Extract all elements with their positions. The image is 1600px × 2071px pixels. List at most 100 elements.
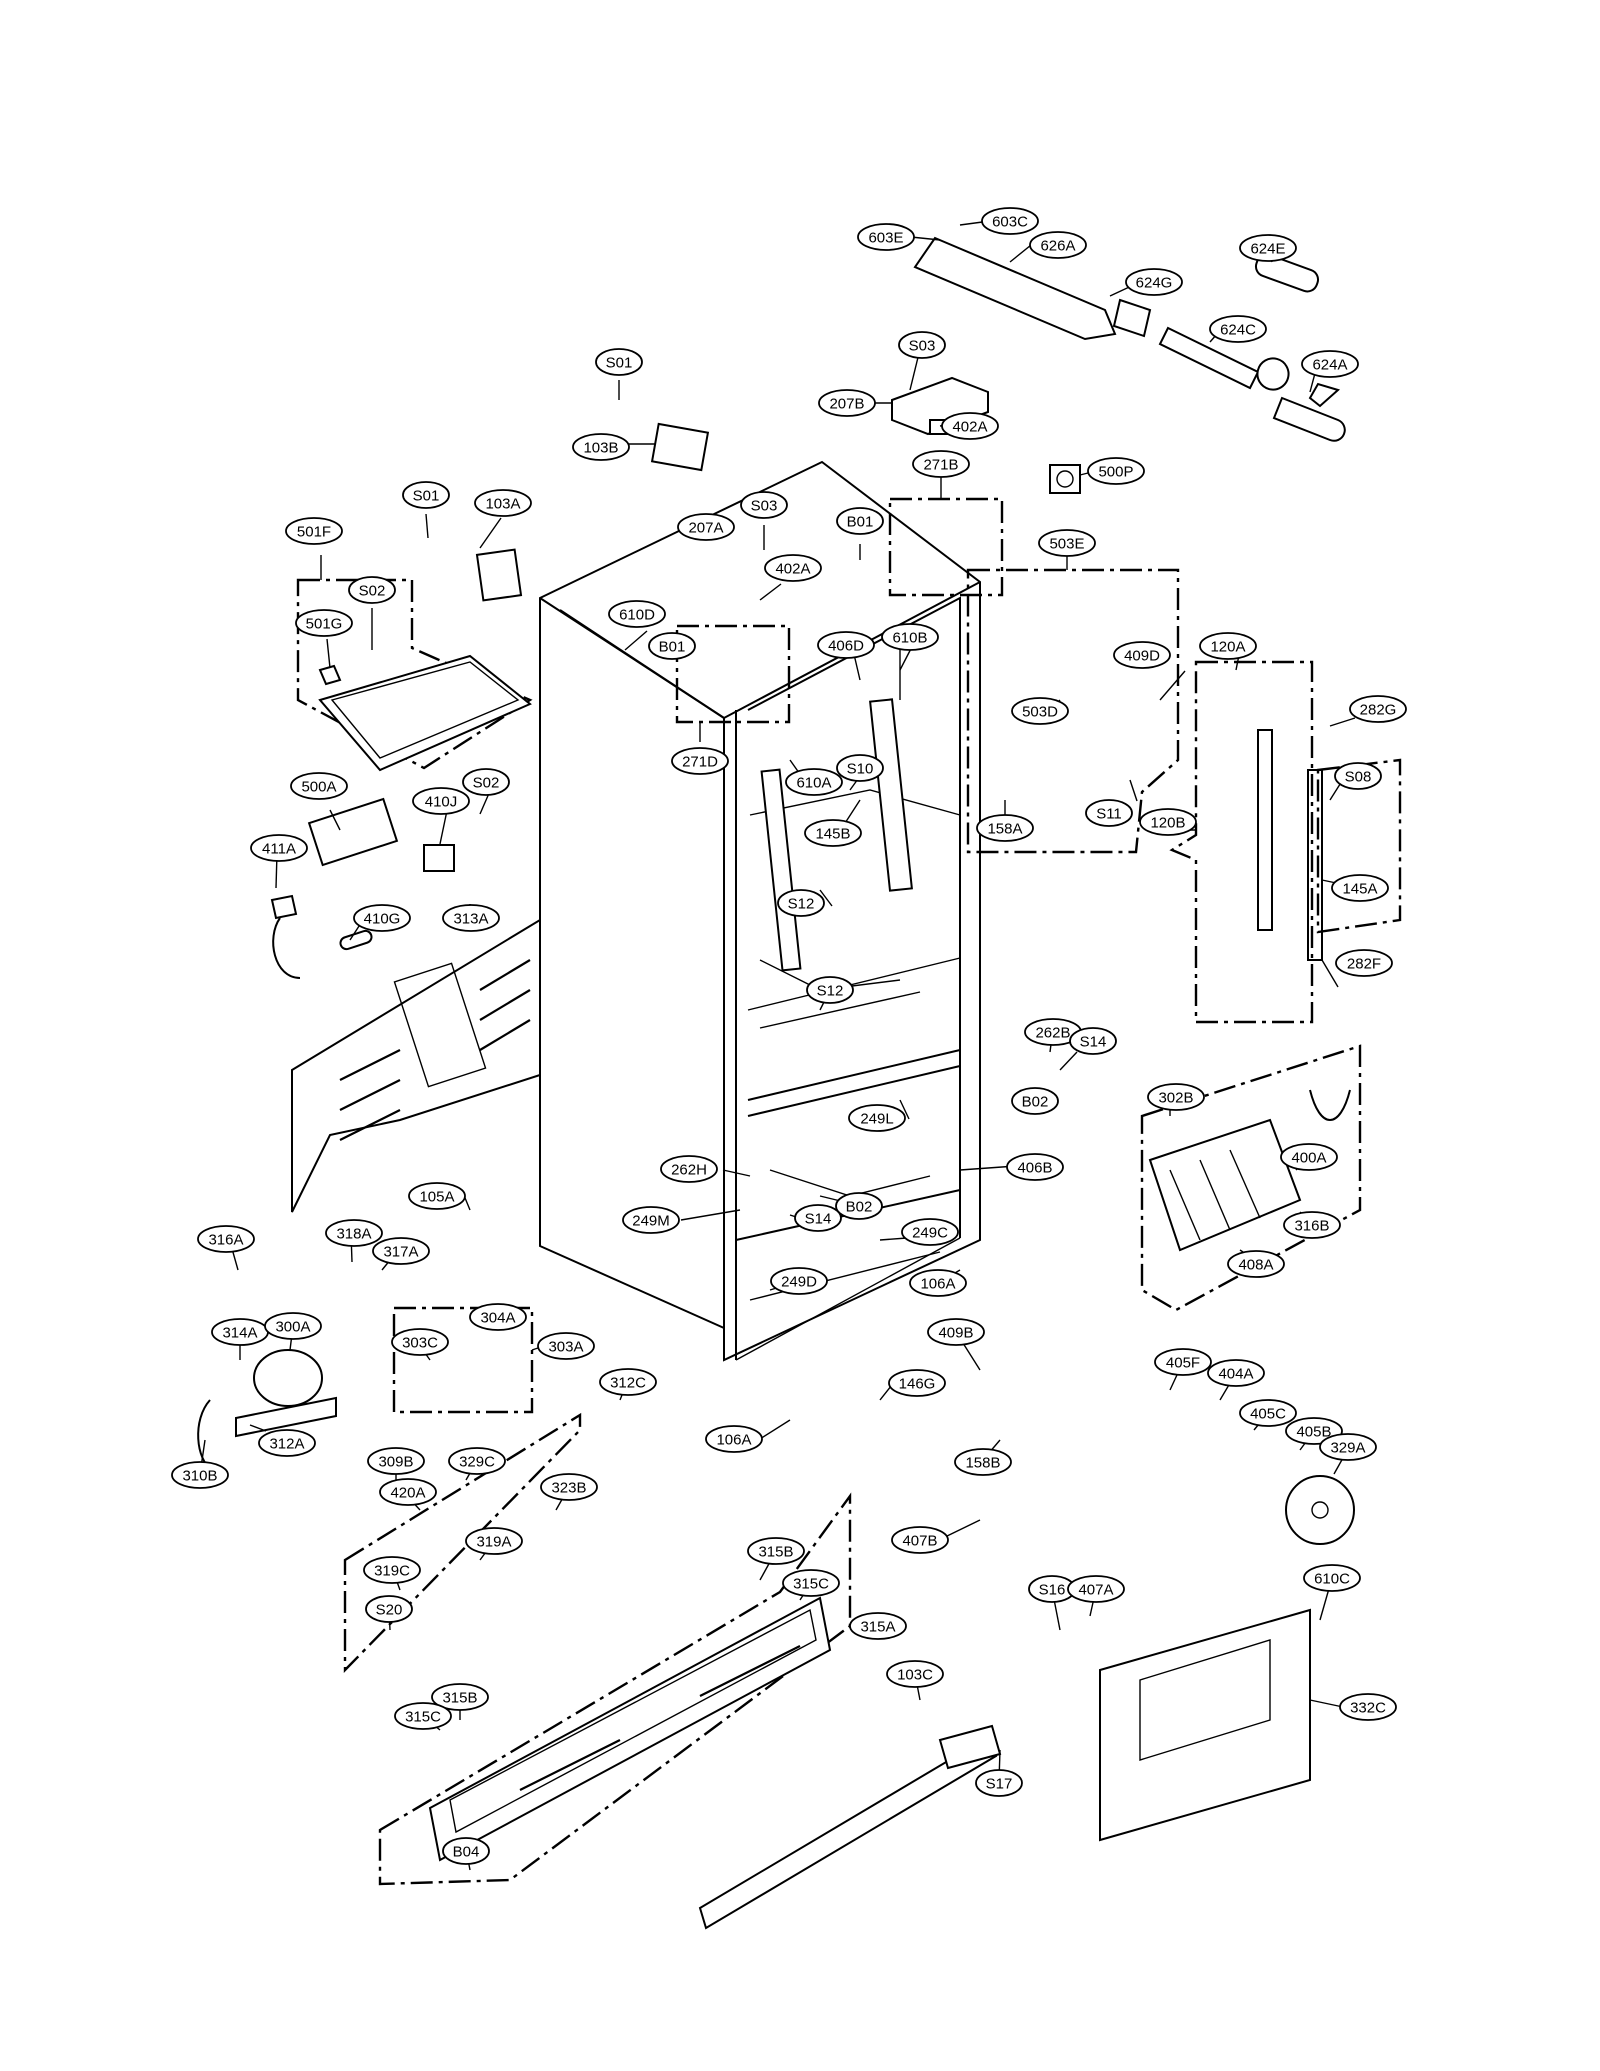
callout-207a: 207A <box>677 513 735 541</box>
callout-ellipse <box>622 1206 680 1234</box>
callout-b02: B02 <box>835 1192 883 1220</box>
callout-313a: 313A <box>442 904 500 932</box>
callout-ellipse <box>747 1537 805 1565</box>
callout-ellipse <box>836 754 884 782</box>
callout-ellipse <box>1339 1693 1397 1721</box>
callout-label: B02 <box>846 1199 873 1216</box>
callout-ellipse <box>353 904 411 932</box>
callout-label: 312C <box>610 1375 646 1392</box>
callout-label: 405B <box>1296 1424 1331 1441</box>
callout-ellipse <box>171 1461 229 1489</box>
callout-label: 410J <box>425 794 458 811</box>
callout-503e: 503E <box>1038 529 1096 557</box>
callout-249m: 249M <box>622 1206 680 1234</box>
callout-label: 316A <box>208 1232 243 1249</box>
callout-label: 103B <box>583 440 618 457</box>
callout-label: 158A <box>987 821 1022 838</box>
callout-ellipse <box>258 1429 316 1457</box>
callout-315b: 315B <box>431 1683 489 1711</box>
callout-label: 329C <box>459 1454 495 1471</box>
callout-label: S16 <box>1039 1582 1066 1599</box>
callout-ellipse <box>1335 949 1393 977</box>
callout-label: 407B <box>902 1533 937 1550</box>
callout-b01: B01 <box>836 507 884 535</box>
callout-label: 315B <box>442 1690 477 1707</box>
callout-402a: 402A <box>941 412 999 440</box>
callout-s03: S03 <box>740 491 788 519</box>
condenser <box>1148 1089 1351 1252</box>
callout-ellipse <box>912 450 970 478</box>
callout-ellipse <box>599 1368 657 1396</box>
callout-407a: 407A <box>1067 1575 1125 1603</box>
callout-ellipse <box>1139 808 1197 836</box>
callout-label: 406B <box>1017 1160 1052 1177</box>
callout-ellipse <box>290 772 348 800</box>
callout-label: 626A <box>1040 238 1075 255</box>
callout-label: 249L <box>860 1111 893 1128</box>
callout-ellipse <box>295 609 353 637</box>
callout-label: 207A <box>688 520 723 537</box>
callout-label: 304A <box>480 1310 515 1327</box>
callout-106a: 106A <box>705 1425 763 1453</box>
callout-323b: 323B <box>540 1473 598 1501</box>
callout-label: 310B <box>182 1468 217 1485</box>
callout-label: 318A <box>336 1226 371 1243</box>
callout-label: S01 <box>606 355 633 372</box>
callout-409b: 409B <box>927 1318 985 1346</box>
callout-626a: 626A <box>1029 231 1087 259</box>
callout-label: 610D <box>619 607 655 624</box>
callout-label: 404A <box>1218 1366 1253 1383</box>
callout-ellipse <box>901 1218 959 1246</box>
callout-ellipse <box>764 554 822 582</box>
callout-603c: 603C <box>981 207 1039 235</box>
callout-ellipse <box>1334 762 1382 790</box>
callout-610b: 610B <box>881 623 939 651</box>
callout-106a: 106A <box>909 1269 967 1297</box>
callout-label: 120A <box>1210 639 1245 656</box>
callout-ellipse <box>1085 799 1133 827</box>
dispenser-parts <box>891 236 1346 494</box>
callout-label: 503E <box>1049 536 1084 553</box>
cabinet <box>539 460 981 1362</box>
callout-ellipse <box>572 433 630 461</box>
callout-label: 603C <box>992 214 1028 231</box>
callout-ellipse <box>782 1569 840 1597</box>
callout-ellipse <box>285 517 343 545</box>
callout-ellipse <box>909 1269 967 1297</box>
callout-ellipse <box>367 1447 425 1475</box>
callout-610d: 610D <box>608 600 666 628</box>
callout-316b: 316B <box>1283 1211 1341 1239</box>
callout-label: 332C <box>1350 1700 1386 1717</box>
callout-ellipse <box>394 1702 452 1730</box>
callout-ellipse <box>465 1527 523 1555</box>
callout-label: 313A <box>453 911 488 928</box>
callout-314a: 314A <box>211 1318 269 1346</box>
callout-label: 145A <box>1342 881 1377 898</box>
callout-label: 312A <box>269 1436 304 1453</box>
base-plate <box>428 1596 832 1862</box>
callout-ellipse <box>540 1473 598 1501</box>
callout-ellipse <box>1199 632 1257 660</box>
callout-label: 409B <box>938 1325 973 1342</box>
callout-label: 420A <box>390 1485 425 1502</box>
callout-label: S08 <box>1345 769 1372 786</box>
callout-label: S02 <box>359 583 386 600</box>
callout-label: 500P <box>1098 464 1133 481</box>
callout-ellipse <box>836 507 884 535</box>
callout-label: 501F <box>297 524 331 541</box>
callout-105a: 105A <box>408 1182 466 1210</box>
callout-503d: 503D <box>1011 697 1069 725</box>
callout-label: 315C <box>793 1576 829 1593</box>
callout-103a: 103A <box>474 489 532 517</box>
callout-label: 282G <box>1360 702 1397 719</box>
callout-label: 317A <box>383 1244 418 1261</box>
callout-249l: 249L <box>848 1104 906 1132</box>
callout-406d: 406D <box>817 631 875 659</box>
callout-ellipse <box>197 1225 255 1253</box>
callout-317a: 317A <box>372 1237 430 1265</box>
callout-label: 624C <box>1220 322 1256 339</box>
callout-ellipse <box>442 904 500 932</box>
callout-ellipse <box>886 1660 944 1688</box>
